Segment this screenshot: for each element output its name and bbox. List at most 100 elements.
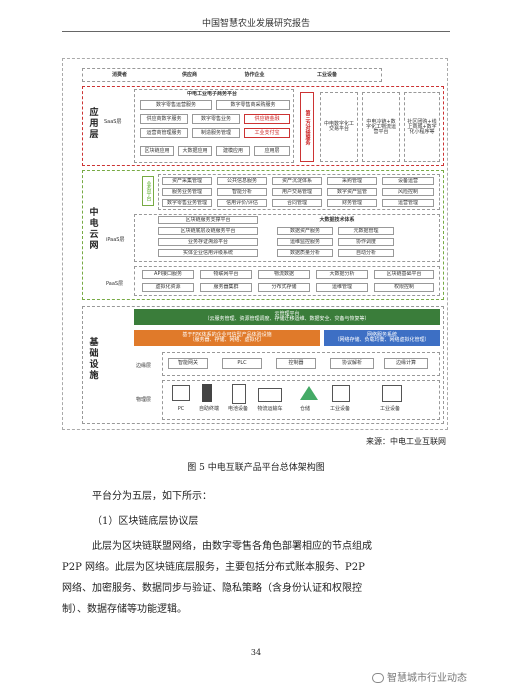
cloud-layer-label: 中电云网 (89, 208, 99, 251)
edge-item: 控制器 (276, 358, 316, 369)
body-paragraph: 制）、数据存储等功能逻辑。 (62, 604, 187, 615)
saas-box: 大数据应用 (178, 146, 212, 156)
cloud-box: 智能分析 (217, 188, 267, 196)
third-party-service: 第三方对接服务 (300, 92, 314, 162)
side-app: 社区团购+线上商城+数字化小程序等 (404, 92, 440, 162)
saas-box: 制造服务管理 (192, 128, 240, 138)
paas-box: 运维管理 (316, 283, 368, 292)
saas-box: 供应商数字服务 (140, 114, 188, 124)
physical-item: 工业设备 (329, 405, 350, 412)
cloud-box: 风险控制 (382, 188, 434, 196)
page-number: 34 (250, 648, 262, 657)
infra-layer-label: 基础设施 (89, 338, 99, 381)
paas-box: 物联网平台 (200, 270, 252, 279)
paas-box: 分布式存储 (258, 283, 310, 292)
ipaas-box: 元数据管理 (338, 227, 394, 235)
paas-box: 大数据分析 (316, 270, 368, 279)
trusted-infra-bar: 基于FPK体系的企业可信型产品体验设施 （服务器、存储、网络、虚拟化） (134, 330, 320, 346)
saas-frame (134, 89, 294, 163)
trusted-infra-sub: （服务器、存储、网络、虚拟化） (189, 337, 265, 343)
cloud-mgmt-sub: （云服务管理、资源管理调度、存储迁移运维、数据安全、灾备与恢复等） (204, 316, 370, 322)
ipaas-box: 数据质量分析 (277, 249, 333, 257)
warehouse-icon (300, 386, 318, 400)
truck-icon (258, 388, 282, 402)
physical-item: 仓储 (299, 405, 310, 412)
network-title: 网络服务系统 (366, 332, 397, 338)
diagram-frame (62, 58, 448, 430)
battery-icon (232, 384, 246, 404)
section-heading: （1）区块链底层协议层 (92, 516, 199, 527)
saas-box: 区块链应用 (140, 146, 174, 156)
physical-item: 电池设备 (227, 405, 248, 412)
edge-label: 边缘层 (136, 363, 152, 369)
saas-platform-title: 中电工业电子商务平台 (186, 91, 237, 97)
application-layer-label: 应用层 (89, 108, 99, 140)
industrial-device-icon (332, 385, 350, 402)
header-rule (62, 31, 450, 32)
cloud-box: 资产沉淀体系 (272, 177, 322, 185)
cloud-box: 数字零售业务管理 (162, 199, 212, 207)
paas-label: PaaS层 (106, 281, 124, 287)
paas-box: API接口服务 (142, 270, 194, 279)
cloud-box: 资产采集管理 (162, 177, 212, 185)
cloud-box: 设备运营 (382, 177, 434, 185)
ipaas-box: 区块链底层及链服务平台 (158, 227, 258, 235)
bigdata-title: 大数据技术体系 (319, 216, 355, 223)
ipaas-box: 运维监控服务 (277, 238, 333, 246)
physical-item: PC (177, 405, 185, 412)
cloud-box: 财务管理 (327, 199, 377, 207)
infra-frame (82, 306, 444, 424)
cloud-box: 数字资产监管 (327, 188, 377, 196)
cloud-mgmt-bar: 云管理平台 （云服务管理、资源管理调度、存储迁移运维、数据安全、灾备与恢复等） (134, 309, 440, 325)
business-platform-frame (158, 174, 440, 210)
edge-item: 边缘计算 (384, 358, 428, 369)
edge-item: PLC (222, 358, 262, 369)
actor-supplier: 供应商 (181, 71, 197, 78)
physical-item: 物流运输车 (257, 405, 283, 412)
paas-box: 虚拟化资源 (142, 283, 194, 292)
paas-frame (134, 266, 440, 296)
cloud-box: 公共信息服务 (217, 177, 267, 185)
body-paragraph: 网络、加密服务、数据同步与验证、隐私策略（含身份认证和权限控 (62, 583, 362, 594)
saas-label: SaaS层 (104, 119, 122, 125)
figure-source: 来源：中电工业互联网 (366, 437, 446, 446)
ipaas-box: 业务存证溯源平台 (158, 238, 258, 246)
wechat-icon (372, 673, 384, 683)
running-header: 中国智慧农业发展研究报告 (201, 19, 310, 29)
ipaas-box: 自动分析 (338, 249, 394, 257)
cloud-mgmt-title: 云管理平台 (274, 311, 300, 317)
ipaas-box: 数据资产服务 (277, 227, 333, 235)
cloud-box: 合同管理 (272, 199, 322, 207)
physical-item: 自助终端 (198, 405, 219, 412)
body-paragraph: 此层为区块链联盟网络，由数字零售各角色部署相应的节点组成 (92, 541, 372, 552)
body-paragraph: P2P 网络。此层为区块链底层服务，主要包括分布式账本服务、P2P (62, 562, 365, 573)
paas-box: 物流数据 (258, 270, 310, 279)
industrial-device-icon (382, 385, 402, 402)
ipaas-box: 区块链服务支撑平台 (158, 216, 258, 224)
edge-frame (162, 352, 440, 376)
ipaas-label: iPaaS层 (106, 237, 125, 243)
business-platform-label: 业务平台 (142, 176, 154, 206)
actor-industrial: 工业设备 (316, 71, 337, 78)
saas-box-highlight: 供应链金融 (244, 114, 290, 124)
watermark: 智慧城市行业动态 (372, 669, 467, 684)
saas-box: 数字零售业务 (192, 114, 240, 124)
cloud-box: 采购管理 (327, 177, 377, 185)
architecture-diagram: 消费者 供应商 协作企业 工业设备 应用层 SaaS层 中电工业电子商务平台 数… (62, 58, 448, 430)
actor-partner: 协作企业 (244, 71, 265, 78)
actors-row (82, 68, 382, 82)
physical-frame (162, 380, 440, 420)
paas-box: 服务器集群 (200, 283, 252, 292)
ipaas-box: 协作调度 (338, 238, 394, 246)
figure-caption: 图 5 中电互联产品平台总体架构图 (187, 463, 325, 473)
saas-box: 建模应用 (216, 146, 250, 156)
physical-label: 物理层 (136, 397, 152, 403)
actor-consumer: 消费者 (111, 71, 127, 78)
physical-item: 工业设备 (379, 405, 400, 412)
side-app: 中电数字化工交易平台 (320, 92, 358, 162)
body-paragraph: 平台分为五层，如下所示： (92, 491, 212, 502)
ipaas-frame (134, 214, 440, 262)
watermark-text: 智慧城市行业动态 (387, 673, 467, 684)
pc-icon (172, 385, 190, 401)
saas-box-highlight: 工业支付宝 (244, 128, 290, 138)
